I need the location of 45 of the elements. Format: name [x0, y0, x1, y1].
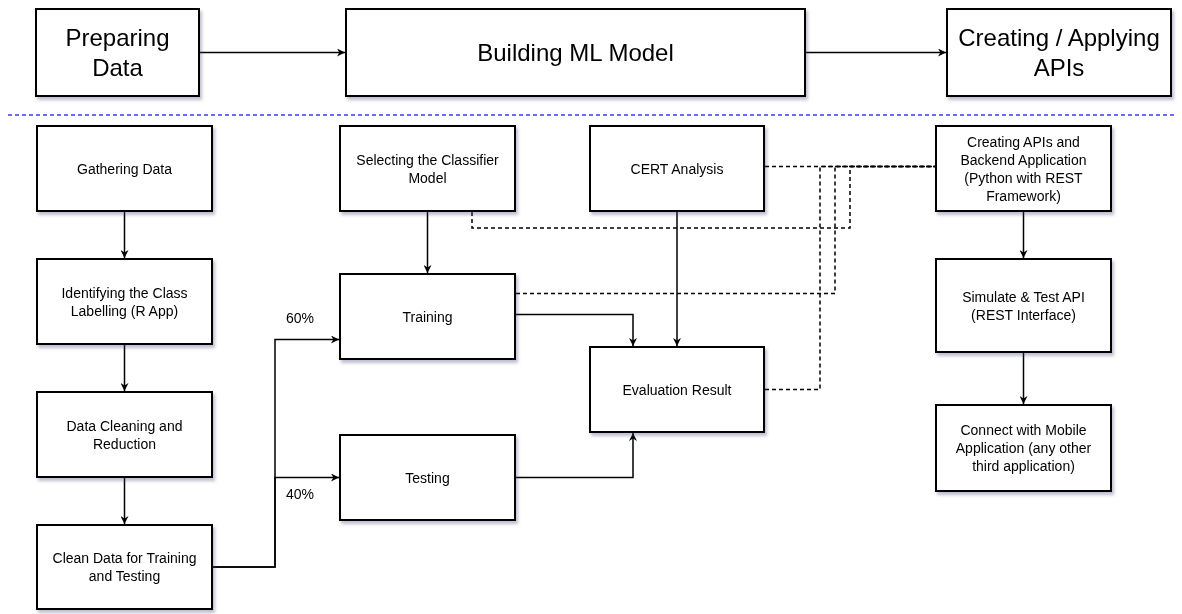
process-box [935, 125, 1112, 212]
process-box [339, 273, 516, 360]
arrow [120, 477, 129, 525]
box-label: Building ML Model [477, 37, 674, 68]
arrow [673, 211, 681, 347]
box-label: Creating / Applying APIs [957, 22, 1161, 83]
box-label: Identifying the Class Labelling (R App) [60, 283, 189, 320]
box-label: Testing [405, 468, 450, 487]
box-label: Preparing Data [64, 22, 171, 83]
box-label: CERT Analysis [630, 159, 724, 178]
process-box [589, 346, 765, 433]
arrow [515, 432, 637, 479]
box-label: Connect with Mobile Application (any other third application) [954, 421, 1093, 475]
arrow [199, 48, 346, 57]
box-label: Training [402, 307, 453, 326]
process-box [339, 125, 516, 212]
process-box [35, 8, 200, 97]
arrow [120, 211, 129, 259]
arrow [1019, 352, 1028, 405]
dashed-connector [764, 165, 936, 168]
process-box [36, 258, 213, 345]
process-box [339, 434, 516, 521]
process-box [36, 391, 213, 478]
box-label: Creating APIs and Backend Application (Python with REST Framework) [959, 132, 1088, 205]
arrow [212, 473, 340, 568]
arrow [515, 313, 637, 347]
edge-label: 60% [284, 310, 316, 326]
box-label: Simulate & Test API (REST Interface) [961, 287, 1086, 324]
arrow [120, 344, 129, 392]
box-label: Data Cleaning and Reduction [65, 416, 184, 453]
arrow [805, 48, 947, 57]
process-box [36, 125, 213, 212]
arrow [423, 211, 432, 274]
process-box [935, 258, 1112, 353]
box-label: Selecting the Classifier Model [355, 150, 500, 187]
process-box [36, 524, 213, 610]
process-box [935, 404, 1112, 492]
box-label: Evaluation Result [622, 380, 732, 399]
process-box [345, 8, 806, 97]
process-box [946, 8, 1172, 97]
arrow [1019, 211, 1028, 259]
box-label: Gathering Data [77, 159, 172, 178]
box-label: Clean Data for Training and Testing [51, 549, 198, 585]
process-box [589, 125, 765, 212]
edge-label: 40% [284, 486, 316, 502]
